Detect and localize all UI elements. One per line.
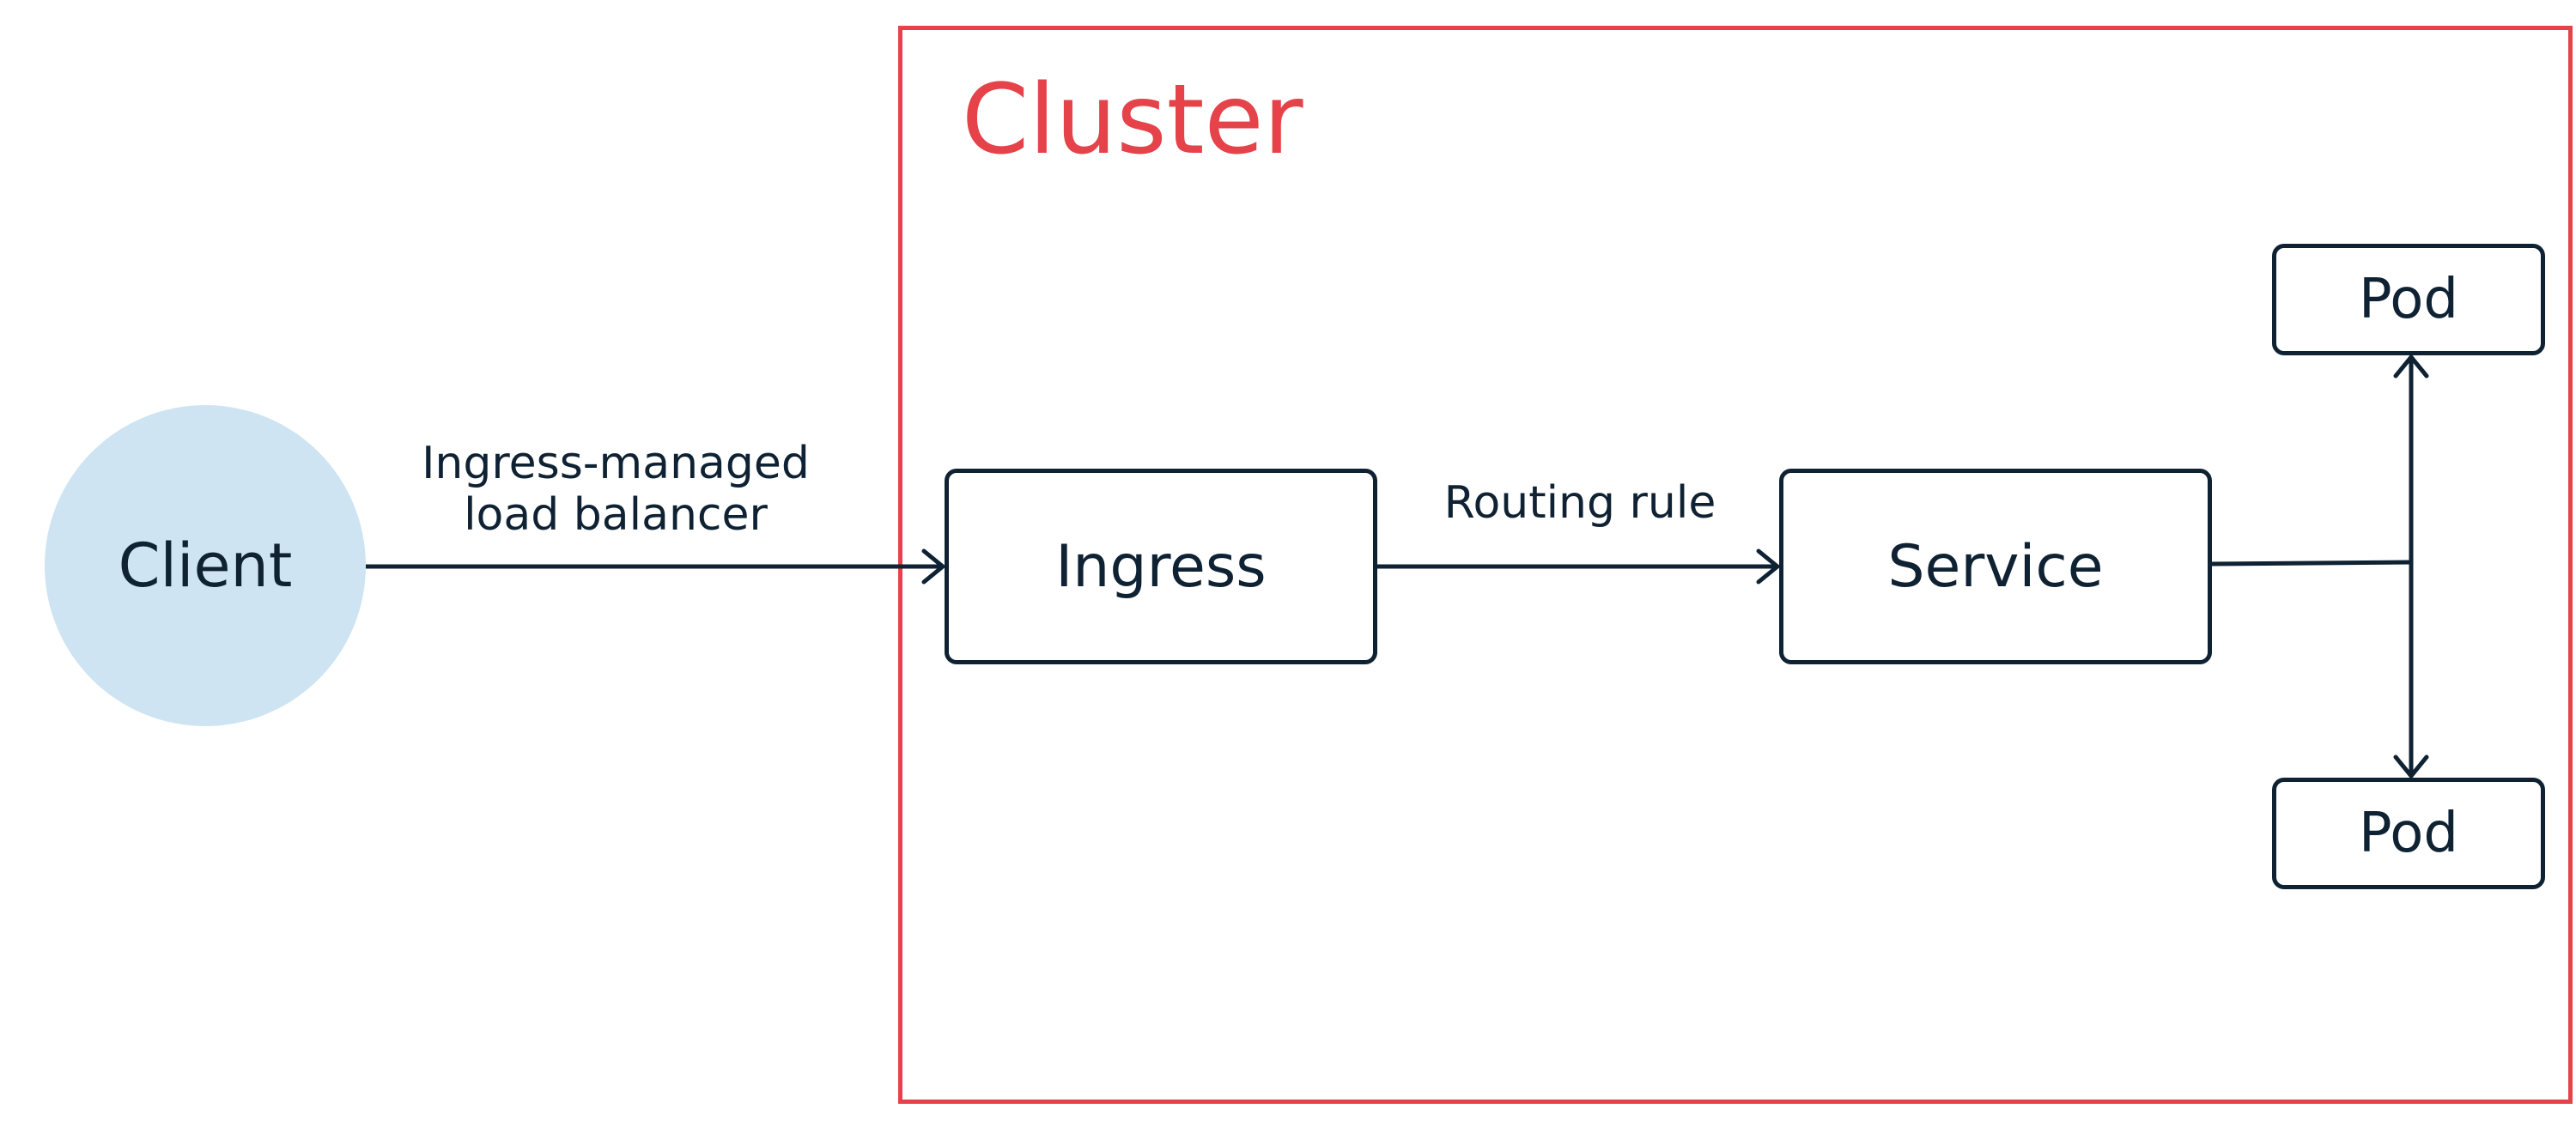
ingress-label: Ingress (1055, 532, 1267, 601)
client-node: Client (45, 405, 366, 726)
load-balancer-label-line1: Ingress-managed (422, 438, 810, 489)
load-balancer-label-line2: load balancer (464, 489, 768, 541)
pod-node-bottom: Pod (2272, 778, 2545, 889)
service-node: Service (1779, 469, 2212, 664)
routing-rule-label: Routing rule (1443, 477, 1716, 529)
service-label: Service (1887, 532, 2104, 601)
pod-node-top: Pod (2272, 244, 2545, 355)
pod-bottom-label: Pod (2358, 802, 2459, 865)
pod-top-label: Pod (2358, 268, 2459, 331)
ingress-node: Ingress (945, 469, 1377, 664)
cluster-title: Cluster (962, 64, 1303, 176)
load-balancer-label: Ingress-managed load balancer (395, 438, 836, 541)
client-label: Client (118, 530, 293, 601)
